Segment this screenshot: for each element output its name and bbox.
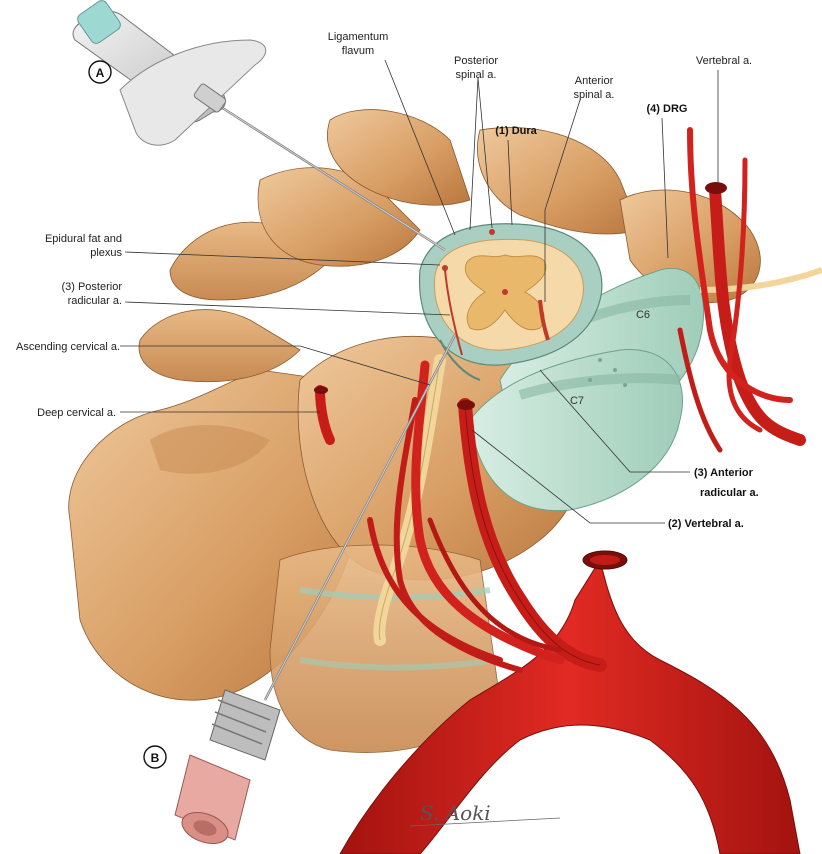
label-epidural-2: plexus: [90, 247, 122, 259]
label-ligamentum-2: flavum: [342, 45, 374, 57]
label-epidural-1: Epidural fat and: [45, 233, 122, 245]
label-anterior-radicular-2: radicular a.: [700, 487, 759, 499]
label-posterior-spinal-2: spinal a.: [456, 69, 497, 81]
label-posterior-radicular-2: radicular a.: [68, 295, 122, 307]
svg-text:B: B: [151, 751, 160, 765]
nerve-roots: [373, 267, 822, 646]
badge-b: B: [143, 745, 167, 769]
label-vertebral-top: Vertebral a.: [696, 55, 752, 67]
label-c7: C7: [570, 395, 584, 407]
label-dura: (1) Dura: [495, 125, 537, 137]
label-posterior-spinal-1: Posterior: [454, 55, 498, 67]
label-ligamentum-1: Ligamentum: [328, 31, 389, 43]
artist-signature: S. Aoki: [420, 801, 491, 825]
cervical-vertebrae: [68, 109, 761, 753]
label-drg: (4) DRG: [647, 103, 688, 115]
spinal-cord-section: [418, 223, 603, 381]
leader-lines: [120, 59, 719, 524]
label-deep-cervical: Deep cervical a.: [37, 407, 116, 419]
arteries: [314, 127, 806, 854]
label-c6: C6: [636, 309, 650, 321]
label-ascending-cervical: Ascending cervical a.: [16, 341, 120, 353]
badge-a: A: [88, 60, 112, 84]
needle-a-syringe: [72, 0, 446, 252]
label-vertebral-2: (2) Vertebral a.: [668, 518, 744, 530]
label-posterior-radicular-1: (3) Posterior: [61, 281, 122, 293]
svg-text:A: A: [96, 66, 105, 80]
needle-b-syringe: [174, 334, 457, 845]
label-anterior-spinal-1: Anterior: [575, 75, 614, 87]
label-anterior-spinal-2: spinal a.: [574, 89, 615, 101]
label-anterior-radicular-1: (3) Anterior: [694, 467, 754, 479]
labels: Ligamentum flavum Posterior spinal a. An…: [16, 31, 759, 530]
